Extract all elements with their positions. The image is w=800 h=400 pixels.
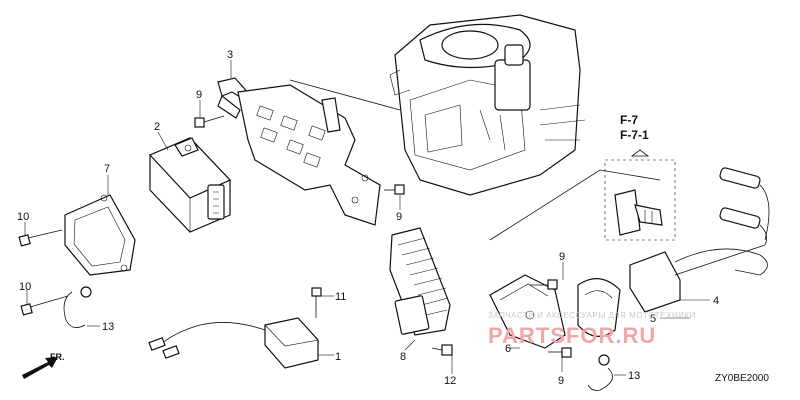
mounting-plate [237,84,381,226]
watermark: ЗАПЧАСТИ И АКСЕССУАРЫ ДЛЯ МОТОТЕХНИКИ PA… [488,311,696,348]
watermark-brand: PARTSFOR.RU [488,323,656,348]
frame-bracket-7 [64,194,136,276]
bolt-11 [311,287,322,318]
engine-block [389,14,586,196]
drawing-code: ZY0BE2000 [715,373,769,384]
bolt-9-bottom [548,347,572,358]
ignition-coil-4 [629,167,770,313]
bolt-12 [431,344,453,356]
bolt-9-mid [384,184,405,195]
regulator-8 [389,227,451,336]
callout-7: 7 [104,163,110,175]
callout-6: 6 [505,343,511,355]
leader-line [289,79,401,111]
callout-leaders [24,60,710,376]
callout-8: 8 [400,351,406,363]
ignition-coil-1 [148,317,319,369]
cable-clip-13 [63,286,613,391]
reference-code-primary: F-7 [620,113,638,127]
callout-4: 4 [713,295,719,307]
bolt-10-upper [18,229,63,247]
watermark-caption: ЗАПЧАСТИ И АКСЕССУАРЫ ДЛЯ МОТОТЕХНИКИ [488,311,696,320]
bracket-6 [489,274,566,349]
callout-1: 1 [335,351,341,363]
bolt-9-top [194,115,225,128]
callout-labels: 1 2 3 4 5 6 7 8 9 9 9 9 10 10 11 12 13 1… [17,49,719,387]
callout-13-left: 13 [102,321,114,333]
reference-code-secondary: F-7-1 [620,128,649,142]
callout-13-right: 13 [628,370,640,382]
callout-11: 11 [335,291,346,303]
callout-5: 5 [650,313,656,325]
callout-10-lower: 10 [19,281,31,293]
leader-line [489,169,661,241]
clamp-5 [577,278,621,337]
callout-9-bottom: 9 [558,375,564,387]
callout-10-upper: 10 [17,211,29,223]
callout-9-top: 9 [196,89,202,101]
control-unit-2 [148,137,232,233]
callout-9-right: 9 [559,251,565,263]
callout-2: 2 [154,121,160,133]
front-direction-arrow: FR. [22,352,65,379]
inset-bracket [604,149,676,241]
callout-3: 3 [227,49,233,61]
callout-9-mid: 9 [396,211,402,223]
bolt-9-right [530,279,558,290]
callout-12: 12 [444,375,456,387]
bolt-10-lower [20,295,69,316]
front-direction-label: FR. [50,352,65,362]
